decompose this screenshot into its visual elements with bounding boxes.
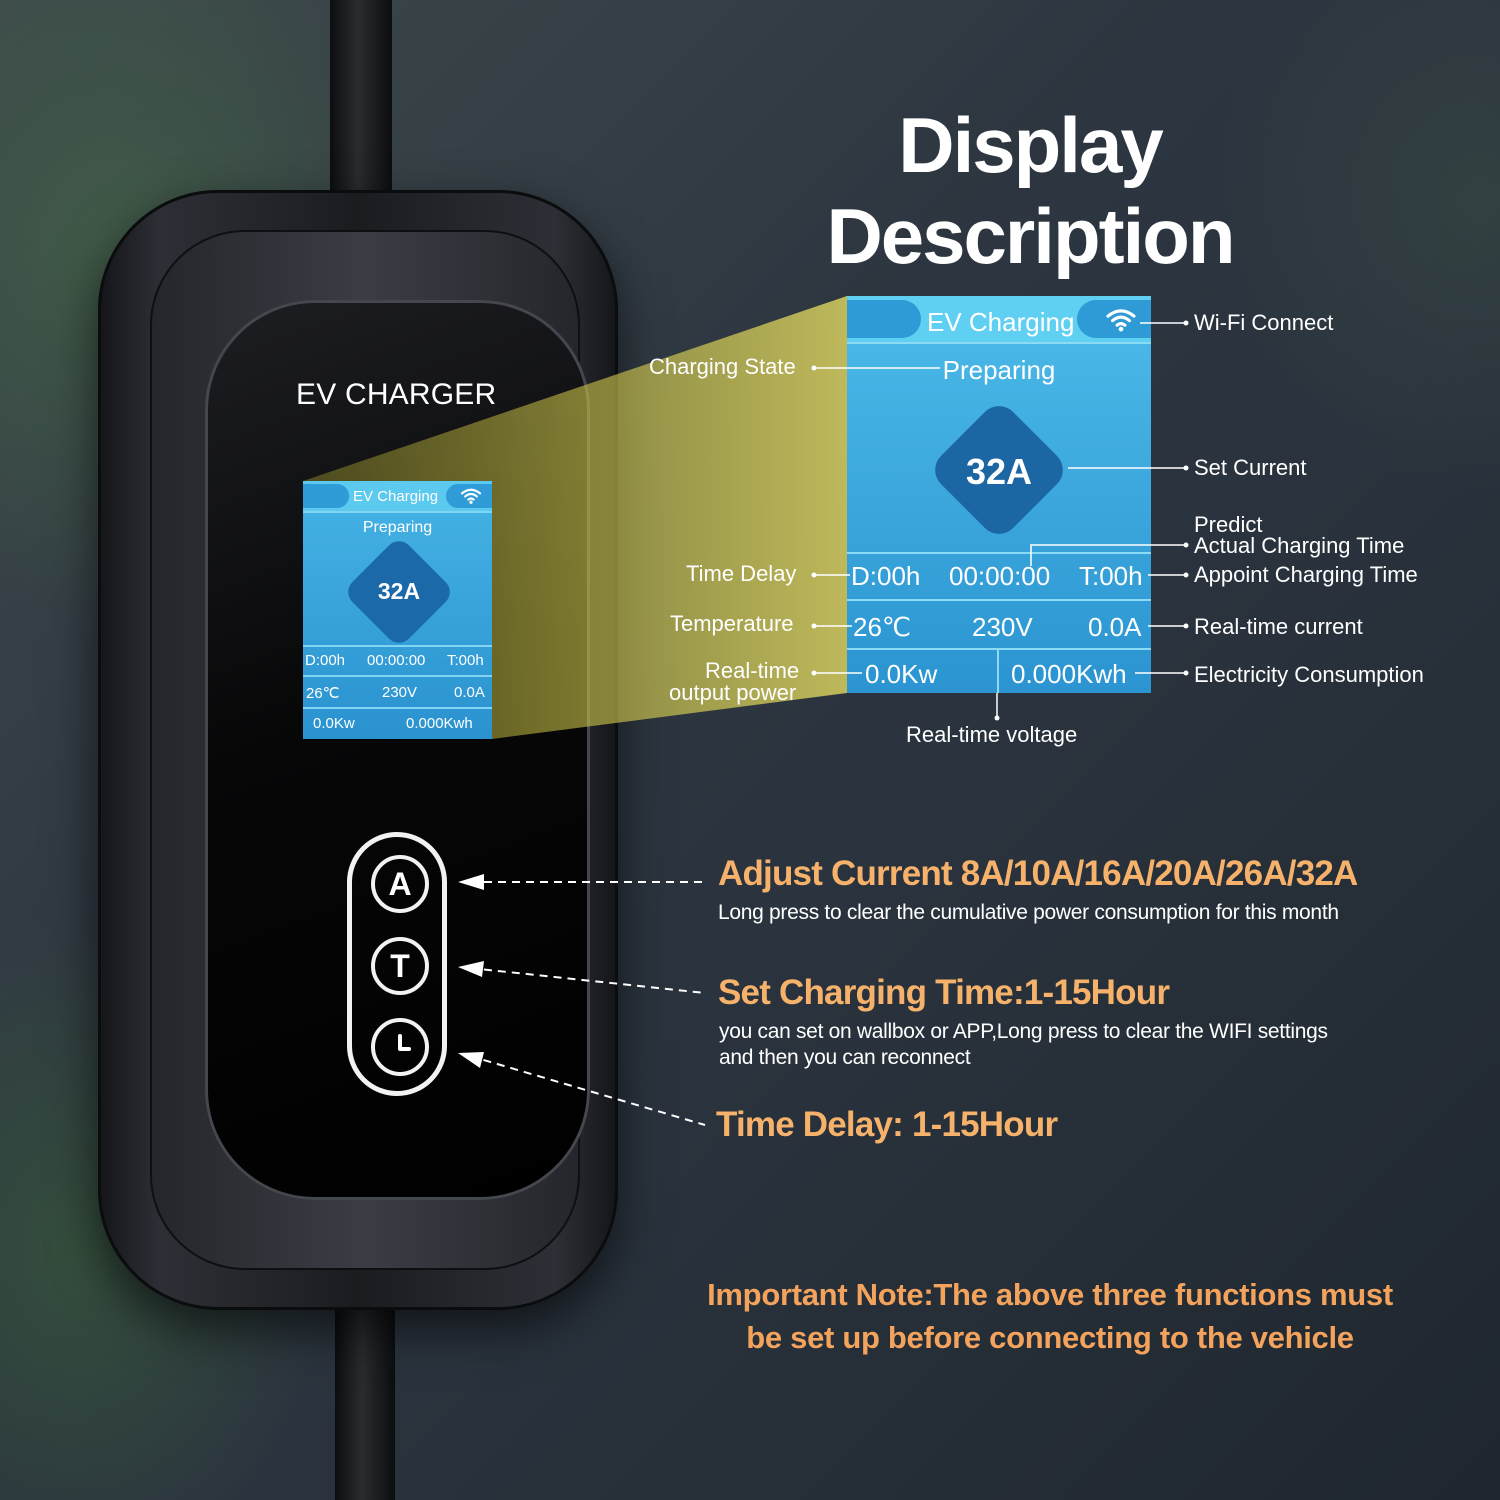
zoomed-energy: 0.000Kwh xyxy=(1011,659,1127,689)
time-delay-title: Time Delay: 1-15Hour xyxy=(716,1105,1058,1144)
zoomed-state: Preparing xyxy=(942,355,1056,385)
display-appoint: T:00h xyxy=(447,652,484,669)
display-temperature: 26℃ xyxy=(306,685,340,702)
zoomed-header-tab xyxy=(847,300,921,338)
callout-predict: Predict xyxy=(1194,512,1263,537)
set-time-desc-1: you can set on wallbox or APP,Long press… xyxy=(719,1020,1328,1043)
current-button-label: A xyxy=(388,866,412,902)
callout-electricity: Electricity Consumption xyxy=(1194,662,1424,687)
clock-icon xyxy=(398,1034,411,1051)
important-note-line2: be set up before connecting to the vehic… xyxy=(746,1320,1354,1355)
display-voltage: 230V xyxy=(382,684,418,701)
display-wifi-tab xyxy=(446,484,492,508)
callout-realtime-power: Real-time xyxy=(705,658,800,683)
callout-realtime-voltage: Real-time voltage xyxy=(906,722,1078,747)
set-time-desc-2: and then you can reconnect xyxy=(719,1046,971,1069)
display-state: Preparing xyxy=(362,519,433,536)
timer-button[interactable]: T xyxy=(371,937,429,995)
page-headline: Display Description xyxy=(826,101,1235,280)
zoomed-current: 32A xyxy=(965,451,1033,492)
callout-wifi: Wi-Fi Connect xyxy=(1194,310,1334,335)
device-display: EV Charging Preparing D:00h 00:00:00 T:0… xyxy=(303,481,492,739)
charger-cable-bottom xyxy=(335,1300,395,1500)
callout-set-current: Set Current xyxy=(1194,455,1307,480)
display-header-tab xyxy=(303,484,349,508)
zoomed-power: 0.0Kw xyxy=(865,659,938,689)
zoomed-time: 00:00:00 xyxy=(949,561,1051,591)
callout-appoint-time: Appoint Charging Time xyxy=(1194,562,1418,587)
zoomed-amps: 0.0A xyxy=(1088,612,1142,642)
display-current: 32A xyxy=(377,578,421,604)
adjust-current-desc: Long press to clear the cumulative power… xyxy=(718,901,1339,924)
timer-button-label: T xyxy=(390,948,410,984)
button-panel xyxy=(347,832,447,1096)
display-time: 00:00:00 xyxy=(367,652,426,669)
callout-realtime-current: Real-time current xyxy=(1194,614,1363,639)
callout-time-delay: Time Delay xyxy=(686,561,797,586)
display-header-label: EV Charging xyxy=(353,488,439,505)
callout-actual-time: Actual Charging Time xyxy=(1194,533,1405,558)
zoomed-delay: D:00h xyxy=(851,561,921,591)
display-delay: D:00h xyxy=(305,652,346,669)
zoomed-temperature: 26℃ xyxy=(853,612,912,642)
zoomed-appoint: T:00h xyxy=(1079,561,1143,591)
callout-temperature: Temperature xyxy=(670,611,794,636)
zoomed-header-label: EV Charging xyxy=(927,307,1075,337)
device-title: EV CHARGER xyxy=(296,378,497,411)
set-time-title: Set Charging Time:1-15Hour xyxy=(718,973,1170,1012)
callout-charging-state: Charging State xyxy=(649,354,796,379)
important-note-line1: Important Note:The above three functions… xyxy=(707,1277,1393,1312)
wifi-icon xyxy=(460,488,482,504)
display-amps: 0.0A xyxy=(454,684,485,701)
zoomed-voltage: 230V xyxy=(972,612,1033,642)
callout-realtime-power-2: output power xyxy=(669,680,797,705)
zoomed-divider xyxy=(997,648,999,693)
display-energy: 0.000Kwh xyxy=(406,715,473,732)
adjust-current-title: Adjust Current 8A/10A/16A/20A/26A/32A xyxy=(718,854,1358,893)
delay-button[interactable] xyxy=(371,1018,429,1076)
wifi-icon xyxy=(1106,309,1136,332)
display-power: 0.0Kw xyxy=(313,715,355,732)
charger-cable-top xyxy=(330,0,392,200)
current-button[interactable]: A xyxy=(371,855,429,913)
